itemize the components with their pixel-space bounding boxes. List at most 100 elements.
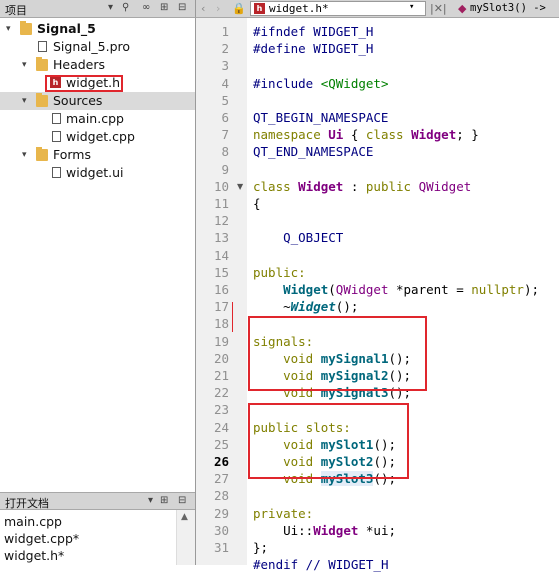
open-doc-widget-h[interactable]: widget.h* xyxy=(4,548,65,563)
code-token: public xyxy=(365,178,419,194)
link-icon[interactable]: ∞ xyxy=(142,2,151,13)
chevron-down-icon[interactable]: ▾ xyxy=(22,96,27,106)
code-line: #define WIDGET_H xyxy=(253,41,374,57)
close-file-icon[interactable]: |✕| xyxy=(430,2,447,15)
code-token: mySignal2 xyxy=(320,368,389,383)
code-line: Ui::Widget *ui; xyxy=(253,523,396,538)
code-token: #include xyxy=(253,75,321,91)
filter-icon[interactable]: ⚲ xyxy=(122,2,130,13)
line-number: 25 xyxy=(213,436,229,452)
dropdown-icon[interactable]: ▾ xyxy=(148,495,154,506)
line-number: 4 xyxy=(221,75,229,91)
tree-node-project[interactable]: ▾ Signal_5 xyxy=(0,20,195,38)
code-token: mySlot1 xyxy=(320,436,374,452)
line-number: 6 xyxy=(221,110,229,125)
code-token: QWidget xyxy=(418,178,472,194)
project-tree: ▾ Signal_5 Signal_5.pro ▾ Headers h widg… xyxy=(0,18,195,492)
code-token: ( xyxy=(328,282,336,297)
code-token: : xyxy=(343,178,366,194)
open-documents-title: 打开文档 xyxy=(5,497,49,510)
tree-node-pro-file[interactable]: Signal_5.pro xyxy=(0,38,195,56)
open-documents-header: 打开文档 ▾ ⊞ ⊟ xyxy=(0,492,195,510)
tree-node-widget-h[interactable]: h widget.h xyxy=(0,74,195,92)
chevron-down-icon[interactable]: ▾ xyxy=(22,60,27,70)
change-marker xyxy=(232,302,233,332)
close-panel-icon[interactable]: ⊟ xyxy=(178,495,187,506)
line-number: 14 xyxy=(213,247,229,263)
line-number: 20 xyxy=(213,350,229,366)
code-line: void mySignal1(); xyxy=(253,351,411,366)
open-documents-list: main.cpp widget.cpp* widget.h* ▲ xyxy=(0,510,195,565)
line-number: 21 xyxy=(213,368,229,383)
line-number: 8 xyxy=(221,144,229,160)
forward-arrow-icon[interactable]: › xyxy=(216,2,221,15)
code-line: void mySlot2(); xyxy=(253,454,396,469)
line-number: 27 xyxy=(213,471,229,487)
cpp-file-icon xyxy=(52,131,61,142)
fold-arrow-icon[interactable]: ▼ xyxy=(237,182,244,191)
code-line: public: xyxy=(253,264,306,280)
code-line: void mySignal2(); xyxy=(253,368,411,383)
tree-node-headers[interactable]: ▾ Headers xyxy=(0,56,195,74)
code-line: { xyxy=(253,196,261,211)
code-token: Widget xyxy=(313,522,359,538)
code-token: Widget xyxy=(411,127,457,143)
tree-node-forms[interactable]: ▾ Forms xyxy=(0,146,195,164)
code-token xyxy=(253,282,283,297)
headers-label: Headers xyxy=(53,57,106,72)
code-token: void xyxy=(283,454,321,469)
lock-icon: 🔒 xyxy=(232,2,246,15)
split-icon[interactable]: ⊞ xyxy=(160,2,169,13)
view-dropdown-icon[interactable]: ▾ xyxy=(108,2,114,13)
line-number: 2 xyxy=(221,41,229,57)
code-token: Widget xyxy=(283,282,329,297)
close-panel-icon[interactable]: ⊟ xyxy=(178,2,187,13)
tree-node-main-cpp[interactable]: main.cpp xyxy=(0,110,195,128)
line-number: 12 xyxy=(213,213,229,229)
file-tab[interactable]: h widget.h* ▾ xyxy=(250,1,426,16)
code-token: (); xyxy=(388,350,412,366)
code-line: void mySignal3(); xyxy=(253,385,411,400)
line-number: 24 xyxy=(213,419,229,435)
line-number: 13 xyxy=(213,230,229,246)
projects-panel-header: 项目 ▾ ⚲ ∞ ⊞ ⊟ xyxy=(0,0,195,18)
code-token: nullptr xyxy=(471,282,524,297)
code-token: Ui xyxy=(328,127,344,143)
open-doc-widget-cpp[interactable]: widget.cpp* xyxy=(4,531,80,546)
scroll-up-icon[interactable]: ▲ xyxy=(181,512,188,522)
code-token: Widget xyxy=(298,178,344,194)
code-token: void xyxy=(283,368,321,383)
open-doc-main-cpp[interactable]: main.cpp xyxy=(4,514,62,529)
line-number: 10 xyxy=(213,178,229,194)
code-token: (); xyxy=(388,368,412,383)
line-number: 3 xyxy=(221,58,229,74)
chevron-down-icon[interactable]: ▾ xyxy=(22,150,27,160)
code-line: public slots: xyxy=(253,419,351,435)
code-token: { xyxy=(343,127,366,143)
code-token: void xyxy=(283,350,321,366)
ui-file-icon xyxy=(52,167,61,178)
code-line: ~Widget(); xyxy=(253,299,358,314)
header-file-icon: h xyxy=(50,77,61,88)
tree-node-sources[interactable]: ▾ Sources xyxy=(0,92,195,110)
code-token: mySignal1 xyxy=(320,350,389,366)
code-line: }; xyxy=(253,540,269,555)
tree-node-widget-cpp[interactable]: widget.cpp xyxy=(0,128,195,146)
code-token: *ui; xyxy=(358,522,397,538)
open-documents-scrollbar[interactable]: ▲ xyxy=(176,510,195,565)
code-token: (); xyxy=(388,385,412,401)
header-file-icon: h xyxy=(254,3,265,14)
function-icon: ◆ xyxy=(458,2,467,15)
chevron-down-icon[interactable]: ▾ xyxy=(6,24,11,34)
tree-node-widget-ui[interactable]: widget.ui xyxy=(0,164,195,182)
function-selector[interactable]: mySlot3() -> xyxy=(470,2,546,14)
line-number: 5 xyxy=(221,92,229,108)
code-editor[interactable]: #ifndef WIDGET_H #define WIDGET_H #inclu… xyxy=(247,18,559,572)
split-icon[interactable]: ⊞ xyxy=(160,495,169,506)
file-dropdown-icon[interactable]: ▾ xyxy=(409,2,415,12)
code-token: void xyxy=(283,436,321,452)
code-token: ~ xyxy=(253,299,291,315)
line-number: 31 xyxy=(213,540,229,555)
back-arrow-icon[interactable]: ‹ xyxy=(201,2,206,15)
line-number: 9 xyxy=(221,161,229,177)
